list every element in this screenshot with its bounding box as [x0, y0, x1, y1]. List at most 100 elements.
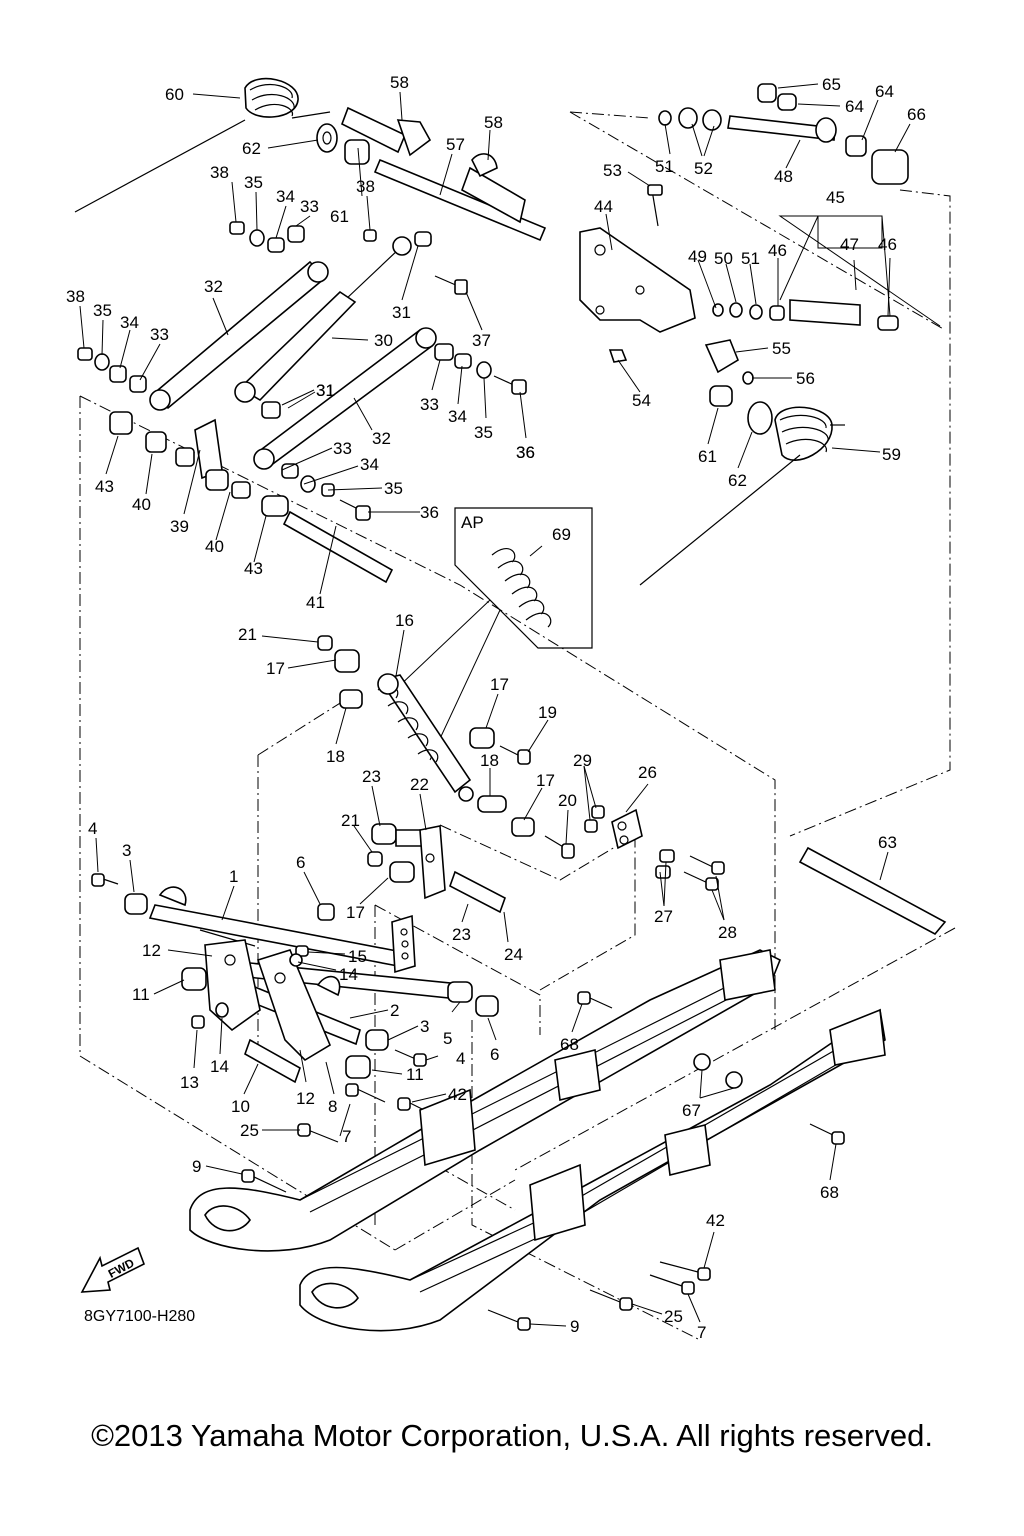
callout-11: 11 [132, 985, 150, 1004]
callout-4: 4 [456, 1049, 465, 1068]
leader-lines [79, 83, 941, 1327]
callout-18: 18 [326, 747, 345, 766]
callout-18: 18 [480, 751, 499, 770]
callout-32: 32 [204, 277, 223, 296]
callout-6: 6 [296, 853, 305, 872]
callout-57: 57 [446, 135, 465, 154]
svg-text:AP: AP [461, 513, 484, 532]
callout-8: 8 [328, 1097, 337, 1116]
callout-64: 64 [845, 97, 864, 116]
callout-15: 15 [348, 947, 367, 966]
shaft-63 [798, 846, 947, 936]
torsion-spring-left [74, 77, 331, 213]
torsion-spring-right [639, 406, 845, 586]
callout-35: 35 [384, 479, 403, 498]
slide-rail-rear [299, 1008, 886, 1332]
callout-67: 67 [682, 1101, 701, 1120]
callout-36: 36 [516, 443, 535, 462]
callout-17: 17 [536, 771, 555, 790]
callout-43: 43 [244, 559, 263, 578]
callout-11: 11 [406, 1065, 424, 1084]
callout-34: 34 [360, 455, 379, 474]
callout-44: 44 [594, 197, 613, 216]
callout-68: 68 [820, 1183, 839, 1202]
callout-5: 5 [443, 1029, 452, 1048]
callout-31: 31 [316, 381, 335, 400]
callout-54: 54 [632, 391, 651, 410]
callout-63: 63 [878, 833, 897, 852]
callout-51: 51 [741, 249, 760, 268]
callout-3: 3 [420, 1017, 429, 1036]
callout-61: 61 [698, 447, 717, 466]
lower-hardware [91, 873, 845, 1331]
callout-31: 31 [316, 381, 335, 400]
callout-38: 38 [210, 163, 229, 182]
collar-61-upper [344, 139, 370, 165]
callout-17: 17 [266, 659, 285, 678]
callout-50: 50 [714, 249, 733, 268]
callout-21: 21 [238, 625, 257, 644]
callout-43: 43 [95, 477, 114, 496]
callout-29: 29 [573, 751, 592, 770]
copyright-notice: ©2013 Yamaha Motor Corporation, U.S.A. A… [91, 1418, 933, 1453]
callout-37: 37 [472, 331, 491, 350]
callout-38: 38 [356, 177, 375, 196]
callout-21: 21 [341, 811, 360, 830]
callout-23: 23 [452, 925, 471, 944]
callout-41: 41 [306, 593, 325, 612]
fwd-arrow-icon: FWD [80, 1246, 146, 1293]
ap-box: AP [394, 507, 593, 761]
callout-49: 49 [688, 247, 707, 266]
callout-24: 24 [504, 945, 523, 964]
callout-53: 53 [603, 161, 622, 180]
callout-59: 59 [882, 445, 901, 464]
callout-46: 46 [768, 241, 787, 260]
callout-56: 56 [796, 369, 815, 388]
callout-25: 25 [240, 1121, 259, 1140]
callout-42: 42 [448, 1085, 467, 1104]
callout-35: 35 [244, 173, 263, 192]
callout-labels: 60 58 58 65 64 64 66 62 57 51 52 48 38 3… [66, 73, 926, 1342]
shock-absorber-16 [377, 673, 474, 802]
callout-4: 4 [88, 819, 97, 838]
callout-33: 33 [420, 395, 439, 414]
callout-25: 25 [664, 1307, 683, 1326]
callout-27: 27 [654, 907, 673, 926]
hardware-upper-left [77, 221, 527, 521]
callout-51: 51 [655, 157, 674, 176]
hardware-upper-right [608, 83, 909, 435]
callout-23: 23 [362, 767, 381, 786]
callout-38: 38 [66, 287, 85, 306]
callout-17: 17 [346, 903, 365, 922]
callout-62: 62 [728, 471, 747, 490]
callout-34: 34 [448, 407, 467, 426]
callout-28: 28 [718, 923, 737, 942]
bracket-44 [579, 227, 696, 333]
callout-10: 10 [231, 1097, 250, 1116]
callout-65: 65 [822, 75, 841, 94]
callout-33: 33 [333, 439, 352, 458]
callout-9: 9 [570, 1317, 579, 1336]
callout-36: 36 [516, 443, 535, 462]
callout-7: 7 [342, 1127, 351, 1146]
arm-32-lower [253, 327, 437, 470]
callout-48: 48 [774, 167, 793, 186]
callout-6: 6 [490, 1045, 499, 1064]
center-hardware [317, 635, 725, 921]
pipe-58 [340, 106, 526, 224]
callout-13: 13 [180, 1073, 199, 1092]
callout-2: 2 [390, 1001, 399, 1020]
callout-61: 61 [330, 207, 349, 226]
callout-19: 19 [538, 703, 557, 722]
callout-34: 34 [276, 187, 295, 206]
callout-55: 55 [772, 339, 791, 358]
callout-16: 16 [395, 611, 414, 630]
callout-33: 33 [300, 197, 319, 216]
callout-35: 35 [93, 301, 112, 320]
callout-33: 33 [150, 325, 169, 344]
callout-3: 3 [122, 841, 131, 860]
callout-9: 9 [192, 1157, 201, 1176]
callout-42: 42 [706, 1211, 725, 1230]
callout-45: 45 [826, 188, 845, 207]
